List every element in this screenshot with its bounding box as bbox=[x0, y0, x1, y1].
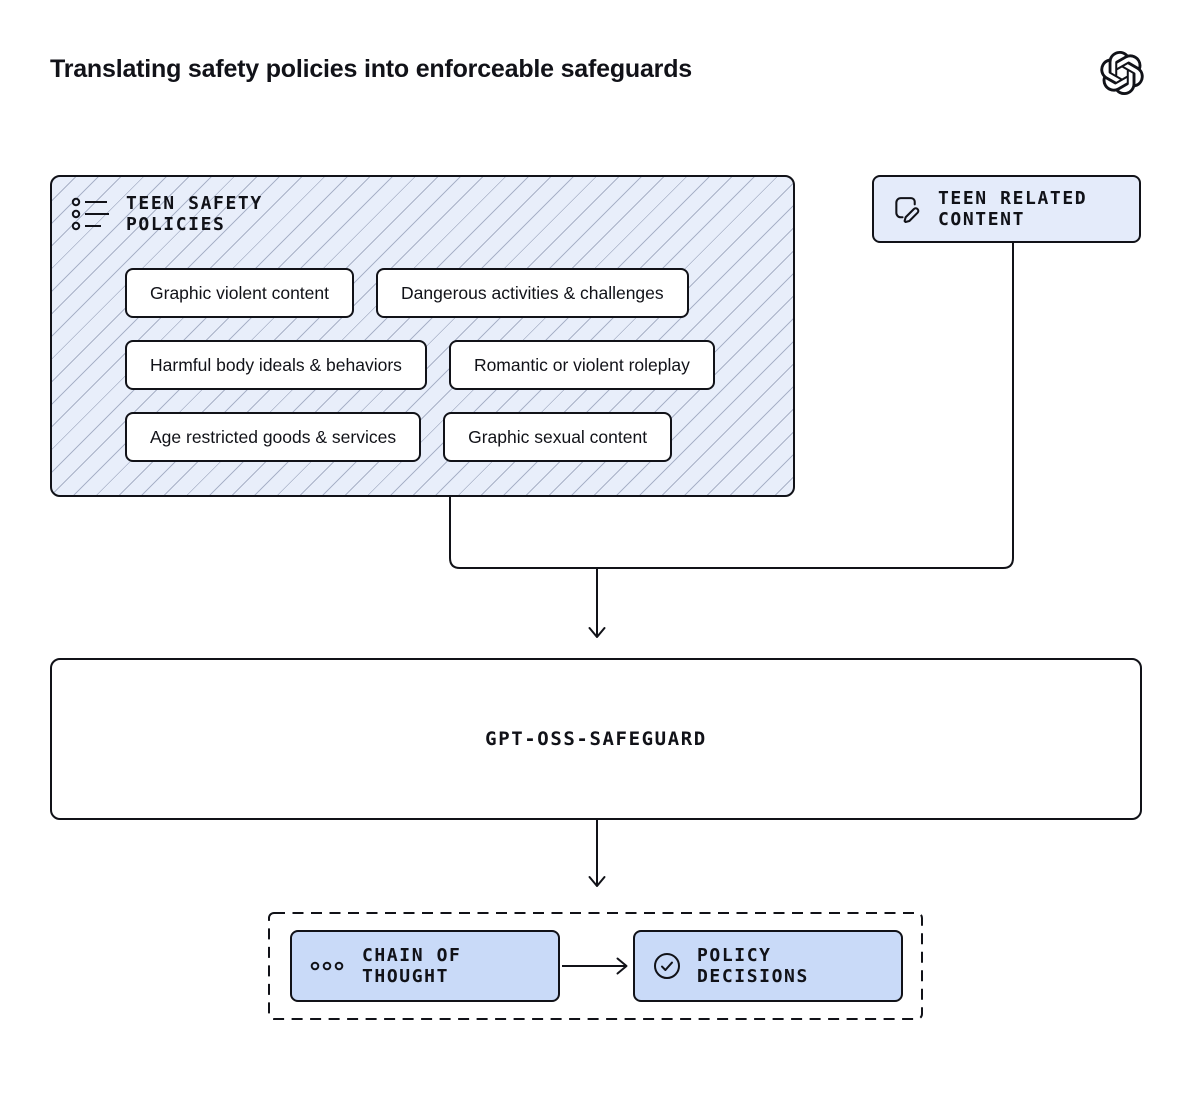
check-circle-icon bbox=[654, 953, 680, 979]
panel-header: TEEN SAFETY POLICIES bbox=[70, 193, 263, 235]
ellipsis-icon bbox=[310, 961, 344, 971]
policy-chip: Age restricted goods & services bbox=[125, 412, 422, 462]
decisions-box-label: POLICY DECISIONS bbox=[697, 945, 809, 987]
policy-chip-row: Age restricted goods & services Graphic … bbox=[125, 412, 673, 462]
chain-box-label: CHAIN OF THOUGHT bbox=[362, 945, 462, 987]
content-box-line2: CONTENT bbox=[938, 209, 1026, 230]
policy-chip: Graphic sexual content bbox=[443, 412, 673, 462]
arrow-down-to-model-head bbox=[588, 627, 606, 638]
arrow-right-head bbox=[616, 957, 628, 975]
content-box-label: TEEN RELATED CONTENT bbox=[938, 188, 1087, 230]
gpt-oss-safeguard-box: GPT-OSS-SAFEGUARD bbox=[50, 658, 1142, 820]
note-pencil-icon bbox=[895, 196, 920, 223]
chain-box-line2: THOUGHT bbox=[362, 966, 450, 987]
decisions-box-line2: DECISIONS bbox=[697, 966, 809, 987]
policy-decisions-box: POLICY DECISIONS bbox=[633, 930, 903, 1002]
policy-chip: Romantic or violent roleplay bbox=[448, 340, 715, 390]
policy-chip-row: Harmful body ideals & behaviors Romantic… bbox=[125, 340, 715, 390]
decisions-box-line1: POLICY bbox=[697, 945, 772, 966]
chain-of-thought-box: CHAIN OF THOUGHT bbox=[290, 930, 560, 1002]
model-label: GPT-OSS-SAFEGUARD bbox=[485, 727, 707, 750]
panel-title-line1: TEEN SAFETY bbox=[126, 193, 263, 214]
policy-chip: Harmful body ideals & behaviors bbox=[125, 340, 427, 390]
content-box-line1: TEEN RELATED bbox=[938, 188, 1088, 209]
policy-chip-row: Graphic violent content Dangerous activi… bbox=[125, 268, 689, 318]
panel-title-line2: POLICIES bbox=[126, 214, 226, 235]
chain-box-line1: CHAIN OF bbox=[362, 945, 462, 966]
teen-safety-policies-panel: TEEN SAFETY POLICIES Graphic violent con… bbox=[50, 175, 795, 497]
page-title: Translating safety policies into enforce… bbox=[50, 55, 692, 83]
policy-chip: Dangerous activities & challenges bbox=[376, 268, 689, 318]
list-icon bbox=[71, 197, 109, 231]
teen-related-content-box: TEEN RELATED CONTENT bbox=[872, 175, 1141, 243]
policy-chip: Graphic violent content bbox=[125, 268, 354, 318]
panel-title: TEEN SAFETY POLICIES bbox=[126, 193, 263, 235]
openai-logo-icon bbox=[1100, 51, 1144, 95]
arrow-down-to-output-head bbox=[588, 876, 606, 887]
